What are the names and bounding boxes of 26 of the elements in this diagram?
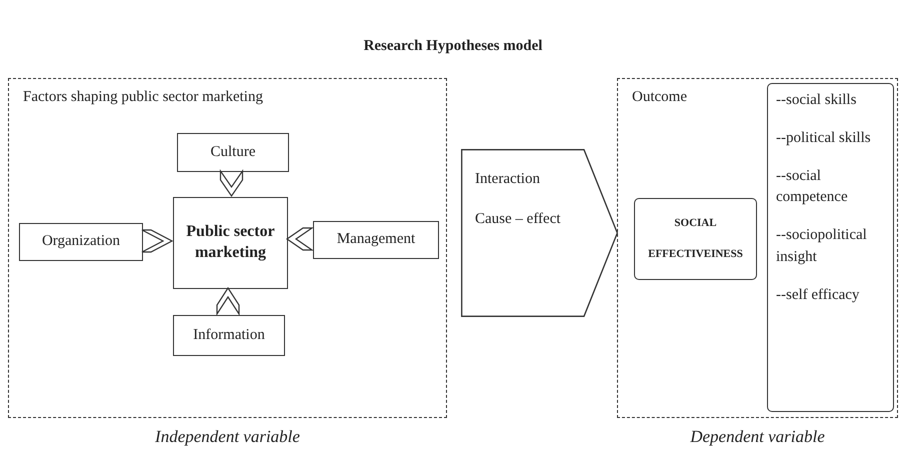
chevron-arrow [286,227,314,251]
diagram-title: Research Hypotheses model [362,38,544,55]
node-label: Management [336,230,416,250]
chevron-arrow [141,229,174,253]
frame-heading: Factors shaping public sector marketing [23,88,263,107]
central-box [173,197,288,289]
list-item: --social skills [776,91,856,110]
node-label: Cause – effect [475,210,561,229]
node-label: Public sector marketing [185,222,276,263]
list-item: --sociopolitical insight [776,226,868,267]
chevron-arrow [220,169,244,198]
list-item: --self efficacy [776,286,860,304]
pentagon-arrow-shape [461,149,618,317]
node-label: Information [193,326,265,345]
list-panel [767,83,894,412]
node-label: SOCIAL EFFECTIVEINESS [647,216,744,262]
node-label: Interaction [475,170,540,189]
variable-caption: Independent variable [154,427,301,447]
variable-caption: Dependent variable [689,427,826,447]
node-label: Culture [210,142,256,162]
node-label: Organization [42,232,120,252]
frame-heading: Outcome [632,88,687,107]
chevron-arrow [216,286,240,316]
list-item: --political skills [776,128,871,148]
list-item: --social competence [776,166,849,208]
outcome-box [634,198,757,280]
